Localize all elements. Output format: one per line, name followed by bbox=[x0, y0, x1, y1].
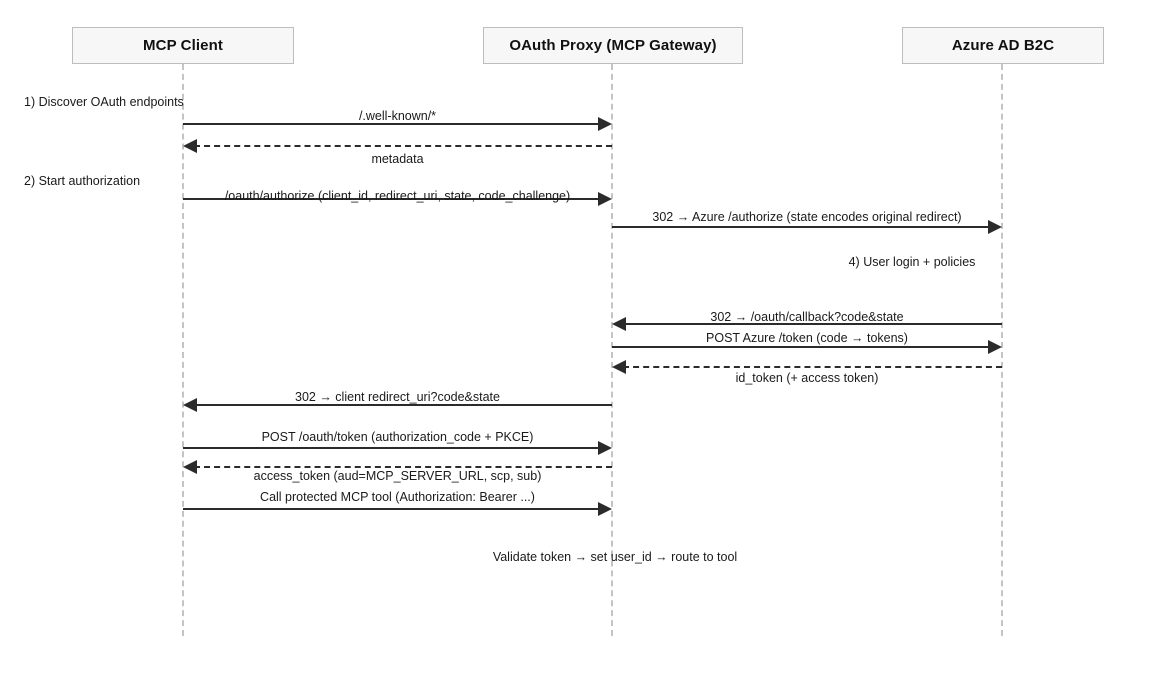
message-line bbox=[194, 404, 612, 406]
message-arrowhead bbox=[988, 340, 1002, 354]
message-arrowhead bbox=[183, 460, 197, 474]
message-label: /.well-known/* bbox=[358, 109, 437, 123]
message-line bbox=[183, 447, 601, 449]
message-line bbox=[623, 323, 1002, 325]
message-arrowhead bbox=[183, 398, 197, 412]
participant-label-client: MCP Client bbox=[143, 37, 223, 54]
participant-label-azure: Azure AD B2C bbox=[951, 37, 1055, 54]
participant-box-client[interactable]: MCP Client bbox=[72, 27, 294, 64]
message-line bbox=[612, 346, 991, 348]
message-arrowhead bbox=[183, 139, 197, 153]
message-arrowhead bbox=[612, 317, 626, 331]
lifeline-client bbox=[182, 64, 184, 636]
message-label: /oauth/authorize (client_id, redirect_ur… bbox=[224, 189, 571, 203]
message-line bbox=[183, 508, 601, 510]
message-label: 302 → /oauth/callback?code&state bbox=[710, 310, 904, 324]
message-label: Call protected MCP tool (Authorization: … bbox=[260, 490, 535, 504]
message-arrowhead bbox=[988, 220, 1002, 234]
message-label: metadata bbox=[371, 152, 424, 166]
message-line bbox=[194, 145, 612, 147]
lifeline-azure bbox=[1001, 64, 1003, 636]
message-line bbox=[194, 466, 612, 468]
message-line bbox=[183, 123, 601, 125]
step-label: 2) Start authorization bbox=[24, 174, 141, 188]
note-label: 4) User login + policies bbox=[848, 255, 976, 269]
message-label: POST /oauth/token (authorization_code + … bbox=[261, 430, 534, 444]
lifeline-proxy bbox=[611, 64, 613, 636]
message-label: access_token (aud=MCP_SERVER_URL, scp, s… bbox=[253, 469, 542, 483]
message-arrowhead bbox=[598, 441, 612, 455]
participant-box-azure[interactable]: Azure AD B2C bbox=[902, 27, 1104, 64]
message-label: id_token (+ access token) bbox=[735, 371, 879, 385]
message-arrowhead bbox=[598, 117, 612, 131]
message-arrowhead bbox=[598, 192, 612, 206]
participant-box-proxy[interactable]: OAuth Proxy (MCP Gateway) bbox=[483, 27, 743, 64]
message-line bbox=[612, 226, 991, 228]
message-label: 302 → client redirect_uri?code&state bbox=[295, 390, 500, 404]
note-label: Validate token → set user_id → route to … bbox=[492, 550, 738, 564]
message-arrowhead bbox=[612, 360, 626, 374]
message-arrowhead bbox=[598, 502, 612, 516]
message-label: POST Azure /token (code → tokens) bbox=[706, 331, 908, 345]
message-line bbox=[183, 198, 601, 200]
message-line bbox=[623, 366, 1002, 368]
participant-label-proxy: OAuth Proxy (MCP Gateway) bbox=[509, 37, 717, 54]
message-label: 302 → Azure /authorize (state encodes or… bbox=[652, 210, 962, 224]
step-label: 1) Discover OAuth endpoints bbox=[24, 95, 184, 109]
